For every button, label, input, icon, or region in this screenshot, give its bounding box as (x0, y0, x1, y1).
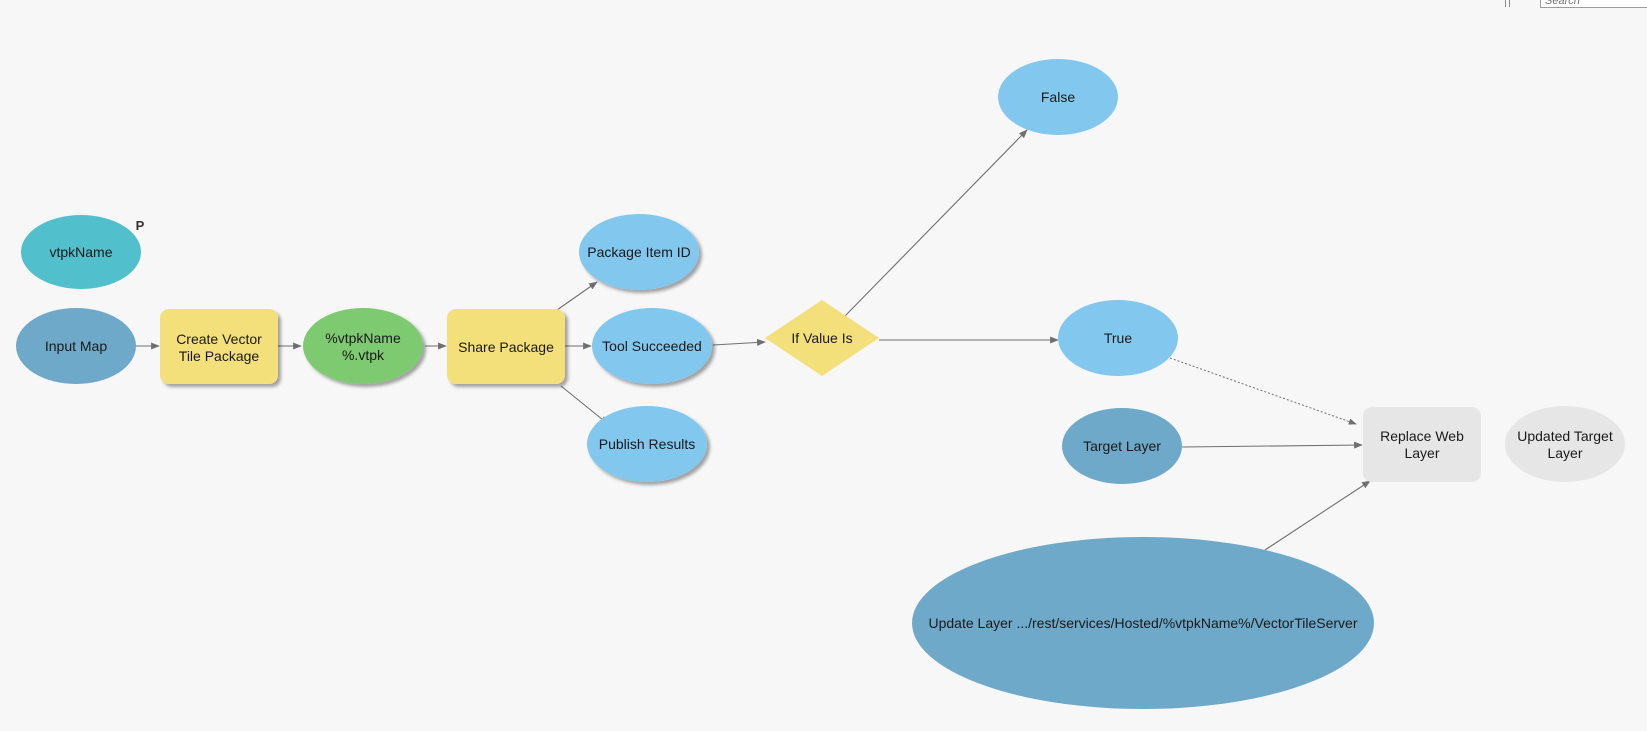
node-updated-target-layer-label-line1: Updated Target (1517, 428, 1613, 444)
node-target-layer[interactable]: Target Layer (1062, 408, 1182, 484)
search-input[interactable] (1540, 0, 1647, 8)
node-update-layer[interactable]: Update Layer .../rest/services/Hosted/%v… (912, 537, 1374, 709)
edge-ifvalue-false[interactable] (844, 129, 1028, 317)
parameter-flag: P (136, 218, 145, 233)
node-replace-web-layer-label-line1: Replace Web (1380, 428, 1464, 444)
node-vtpkname[interactable]: vtpkName P (21, 215, 145, 289)
edge-updatelayer-replace[interactable] (1264, 480, 1371, 551)
node-package-item-id-label: Package Item ID (587, 244, 691, 260)
node-if-value-is-label: If Value Is (791, 330, 852, 346)
node-vtpk-output[interactable]: %vtpkName %.vtpk (303, 308, 423, 384)
node-replace-web-layer-label-line2: Layer (1404, 445, 1439, 461)
node-replace-web-layer[interactable]: Replace Web Layer (1363, 407, 1481, 482)
node-share-package[interactable]: Share Package (447, 309, 565, 384)
node-update-layer-label: Update Layer .../rest/services/Hosted/%v… (929, 615, 1358, 631)
edge-share-packageid[interactable] (556, 281, 598, 311)
node-false[interactable]: False (998, 59, 1118, 135)
edge-share-publishresults[interactable] (560, 385, 609, 425)
connections (136, 129, 1371, 551)
edge-targetlayer-replace[interactable] (1181, 441, 1363, 449)
node-vtpk-output-label-line2: %.vtpk (342, 347, 385, 363)
node-package-item-id[interactable]: Package Item ID (579, 214, 699, 290)
node-vtpk-output-label-line1: %vtpkName (325, 330, 401, 346)
edge-true-replace-precondition[interactable] (1169, 357, 1357, 425)
node-if-value-is[interactable]: If Value Is (765, 300, 879, 376)
node-tool-succeeded[interactable]: Tool Succeeded (592, 308, 712, 384)
node-create-vtp-label-line2: Tile Package (179, 348, 260, 364)
node-create-vtp-label-line1: Create Vector (176, 331, 262, 347)
node-share-package-label: Share Package (458, 339, 554, 355)
node-create-vector-tile-package[interactable]: Create Vector Tile Package (160, 309, 278, 384)
node-updated-target-layer-label-line2: Layer (1547, 445, 1582, 461)
node-input-map[interactable]: Input Map (16, 308, 136, 384)
edge-toolsucceeded-ifvalue[interactable] (712, 338, 766, 346)
node-publish-results-label: Publish Results (599, 436, 696, 452)
node-true[interactable]: True (1058, 300, 1178, 376)
node-tool-succeeded-label: Tool Succeeded (602, 338, 702, 354)
node-input-map-label: Input Map (45, 338, 107, 354)
node-target-layer-label: Target Layer (1083, 438, 1161, 454)
node-publish-results[interactable]: Publish Results (587, 406, 707, 482)
node-false-label: False (1041, 89, 1075, 105)
node-true-label: True (1104, 330, 1132, 346)
node-vtpkname-label: vtpkName (49, 244, 112, 260)
node-updated-target-layer[interactable]: Updated Target Layer (1505, 406, 1625, 482)
search-options-icon[interactable] (1505, 0, 1510, 7)
